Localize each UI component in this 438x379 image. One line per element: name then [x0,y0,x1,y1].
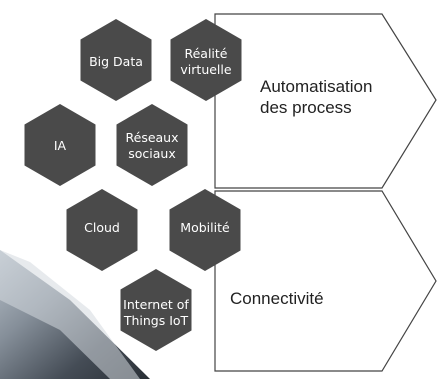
hexagon-label-internet-of-things: Internet of Things IoT [123,297,189,328]
hexagon-ia [24,104,96,186]
hexagon-label-big-data: Big Data [89,54,143,69]
panel-label-connectivite: Connectivité [230,289,324,308]
hexagon-label-ia: IA [53,138,67,153]
hexagon-mobilite [169,189,241,271]
hexagon-label-mobilite: Mobilité [180,220,230,235]
hexagon-cluster [24,19,242,351]
panel-connectivite-arrow [214,190,437,372]
hexagon-realite-virtuelle [170,19,242,101]
hexagon-label-reseaux-sociaux: Réseaux sociaux [125,130,179,161]
panel-automatisation-arrow [214,13,437,189]
hexagon-internet-of-things [120,269,192,351]
hexagon-reseaux-sociaux [116,104,188,186]
hexagon-big-data [80,19,152,101]
background-photo [0,250,150,379]
hexagon-cloud [66,189,138,271]
panel-label-automatisation: Automatisation des process [260,77,373,118]
hexagon-label-realite-virtuelle: Réalité virtuelle [180,46,232,77]
hexagon-label-cloud: Cloud [84,220,120,235]
